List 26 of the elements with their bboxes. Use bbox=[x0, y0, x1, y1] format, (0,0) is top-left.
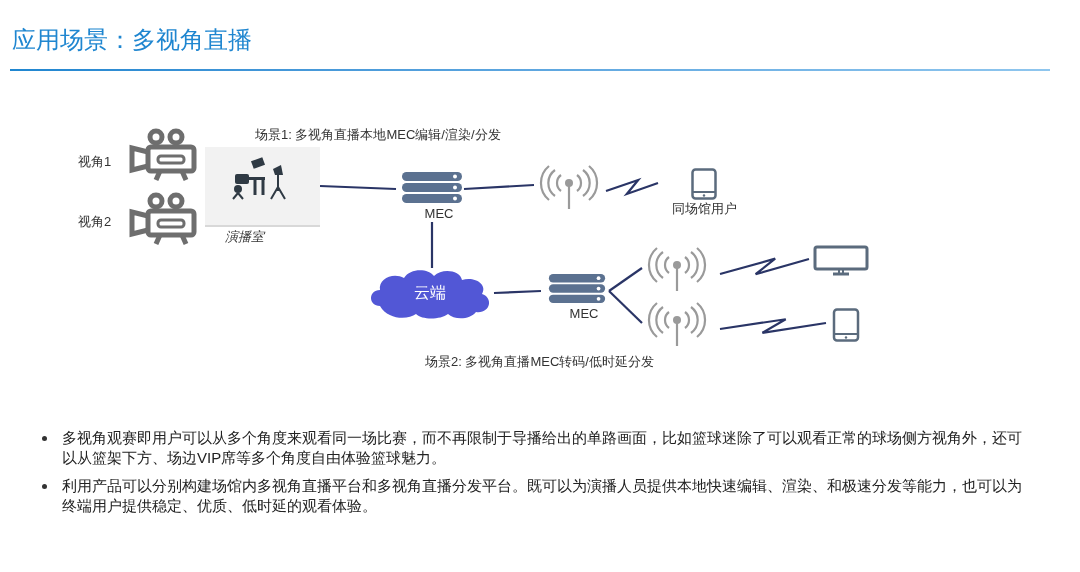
antenna-icon bbox=[646, 245, 708, 291]
bullet-text: 多视角观赛即用户可以从多个角度来观看同一场比赛，而不再限制于导播给出的单路画面，比如篮球迷除了可以观看正常的球场侧方视角外，还可以从篮架下方、场边VIP席等多个角度自由体验篮球魅力。 bbox=[62, 428, 1023, 468]
cloud-label: 云端 bbox=[414, 283, 446, 303]
user-label: 同场馆用户 bbox=[671, 200, 737, 218]
wireless-link bbox=[605, 177, 659, 197]
wireless-link bbox=[719, 257, 810, 276]
connector-line bbox=[319, 184, 397, 191]
connector-line bbox=[608, 290, 643, 324]
connector-line bbox=[463, 183, 535, 191]
bullet-text: 利用产品可以分别构建场馆内多视角直播平台和多视角直播分发平台。既可以为演播人员提供本地快速编辑、渲染、和极速分发等能力，也可以为终端用户提供稳定、优质、低时延的观看体验。 bbox=[62, 476, 1023, 516]
monitor-icon bbox=[813, 245, 869, 277]
connector-line bbox=[493, 289, 542, 295]
connector-line bbox=[430, 222, 434, 268]
tablet-icon bbox=[830, 308, 862, 342]
camera-label: 视角2 bbox=[78, 213, 112, 231]
server-label: MEC bbox=[568, 306, 599, 322]
antenna-icon bbox=[538, 163, 600, 209]
server-label: MEC bbox=[423, 206, 454, 222]
studio-label: 演播室 bbox=[224, 228, 267, 246]
camera-label: 视角1 bbox=[78, 153, 112, 171]
antenna-icon bbox=[646, 300, 708, 346]
wireless-link bbox=[719, 318, 827, 334]
connector-line bbox=[608, 267, 643, 292]
scene-caption: 场景1: 多视角直播本地MEC编辑/渲染/分发 bbox=[255, 126, 501, 144]
scene-caption: 场景2: 多视角直播MEC转码/低时延分发 bbox=[425, 353, 654, 371]
slide-title: 应用场景：多视角直播 bbox=[12, 25, 252, 56]
